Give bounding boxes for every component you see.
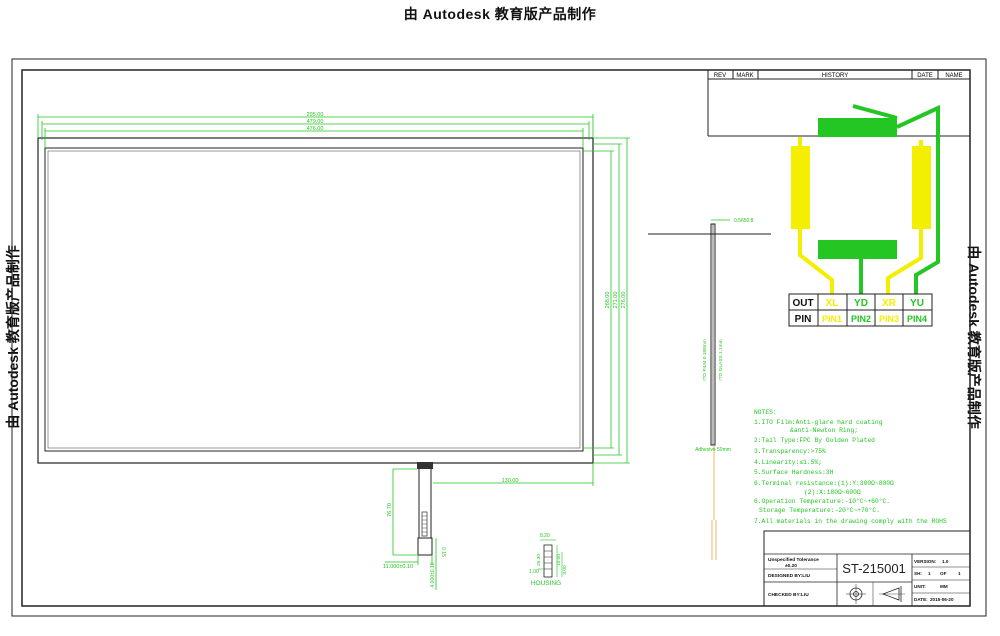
side-view	[648, 219, 771, 560]
outer-frame	[11, 58, 987, 617]
dim-side-thickness: 0.5650.8	[734, 218, 754, 224]
pin-out-label: OUT	[792, 298, 813, 309]
note-line: 6.Terminal resistance:(1):Y:300Ω~800Ω	[754, 480, 894, 487]
notes-title: NOTES:	[754, 409, 777, 416]
electrode-diagram	[791, 104, 940, 294]
top-dimension-lines	[37, 114, 594, 148]
fpc-tail	[417, 462, 433, 556]
dim-width-3: 476.00	[307, 126, 324, 132]
housing-dim-2: 26.30	[536, 554, 542, 566]
mark-header: MARK	[736, 73, 753, 79]
pin-yu: YU	[910, 298, 924, 309]
unit-label: UNIT:	[914, 584, 926, 589]
right-dimension-lines	[583, 137, 630, 464]
pin-4: PIN4	[907, 314, 927, 324]
tolerance-label: Unspecified Tolerance	[768, 557, 819, 563]
housing-dim-3: 10.00	[556, 554, 562, 566]
pin-table	[788, 293, 933, 327]
fpc-dimension-lines	[385, 463, 594, 590]
notes: NOTES: 1.ITO Film:Anti-glare hard coatin…	[754, 409, 947, 525]
dim-fpc-offset: 130.00	[502, 478, 519, 484]
pin-xr: XR	[882, 298, 897, 309]
note-line: 6.Operation Temperature:-10°C~+60°C.	[754, 497, 890, 505]
dim-width-2: 479.00	[307, 119, 324, 125]
version-value: 1.0	[942, 559, 949, 564]
sheet-label: SH:	[914, 571, 922, 576]
dim-width-1: 295.00	[307, 112, 324, 118]
date-label: DATE:	[914, 597, 928, 602]
label-ito-glass: ITO GLASS 1.1mm	[718, 339, 724, 380]
unit-value: MM	[940, 584, 948, 589]
designed-by: DESIGNED BY:LIU	[768, 573, 811, 579]
sheet-of: OF	[940, 571, 947, 576]
pin-xl: XL	[826, 298, 839, 309]
dim-fpc-length: 76.70	[387, 503, 393, 517]
label-ito-film: ITO FILM 0.188mm	[702, 339, 708, 381]
pin-row-label: PIN	[795, 314, 812, 325]
pin-1: PIN1	[822, 314, 842, 324]
note-line: 5.Surface Hardness:3H	[754, 469, 834, 476]
history-header: HISTORY	[822, 73, 848, 79]
label-adhesive: Adhesive 50mm	[695, 447, 731, 453]
note-line: 1.ITO Film:Anti-glare hard coating	[754, 419, 883, 426]
housing-dim-4: 1.00	[529, 569, 539, 575]
dim-fpc-tip: 0.15	[440, 547, 446, 557]
note-line: 2:Tail Type:FPC By Golden Plated	[754, 437, 875, 444]
note-line: 3.Transparency:>75%	[754, 448, 826, 455]
tolerance-value: ±0.20	[785, 563, 797, 569]
name-header: NAME	[945, 73, 962, 79]
touch-panel-front-view	[37, 137, 594, 464]
pin-2: PIN2	[851, 314, 871, 324]
dim-fpc-width: 11.000±0.10	[383, 564, 413, 570]
dim-fpc-pitch: 4.000±0.10	[430, 562, 436, 587]
watermark-top: 由 Autodesk 教育版产品制作	[403, 6, 597, 22]
note-line: (2):X:180Ω~600Ω	[804, 489, 861, 496]
pin-3: PIN3	[879, 314, 899, 324]
checked-by: CHECKED BY:LIU	[768, 592, 809, 598]
housing-dim-5: 3.00	[562, 565, 568, 575]
date-value: 2015-06-20	[930, 597, 954, 602]
housing-dim-1: 8.20	[540, 533, 550, 539]
sheet-number: 1	[928, 571, 931, 576]
title-block	[763, 530, 971, 607]
dim-height-2: 271.00	[613, 292, 619, 309]
version-label: VERSION:	[914, 559, 937, 564]
dim-height-1: 268.00	[605, 292, 611, 309]
note-line: Storage Temperature:-20°C~+70°C.	[759, 506, 880, 514]
note-line: 7.All materials in the drawing comply wi…	[754, 518, 947, 525]
pin-yd: YD	[854, 298, 868, 309]
note-line: 4.Linearity:≤1.5%;	[754, 459, 822, 466]
date-header: DATE	[917, 73, 933, 79]
housing-label: HOUSING	[531, 580, 561, 587]
rev-header: REV	[714, 73, 726, 79]
housing-drawing	[538, 539, 563, 578]
dim-height-3: 276.00	[621, 292, 627, 309]
part-number: ST-215001	[842, 561, 906, 576]
sheet-total: 1	[958, 571, 961, 576]
note-line: &anti-Newton Ring;	[790, 427, 858, 434]
inner-frame	[21, 69, 971, 607]
